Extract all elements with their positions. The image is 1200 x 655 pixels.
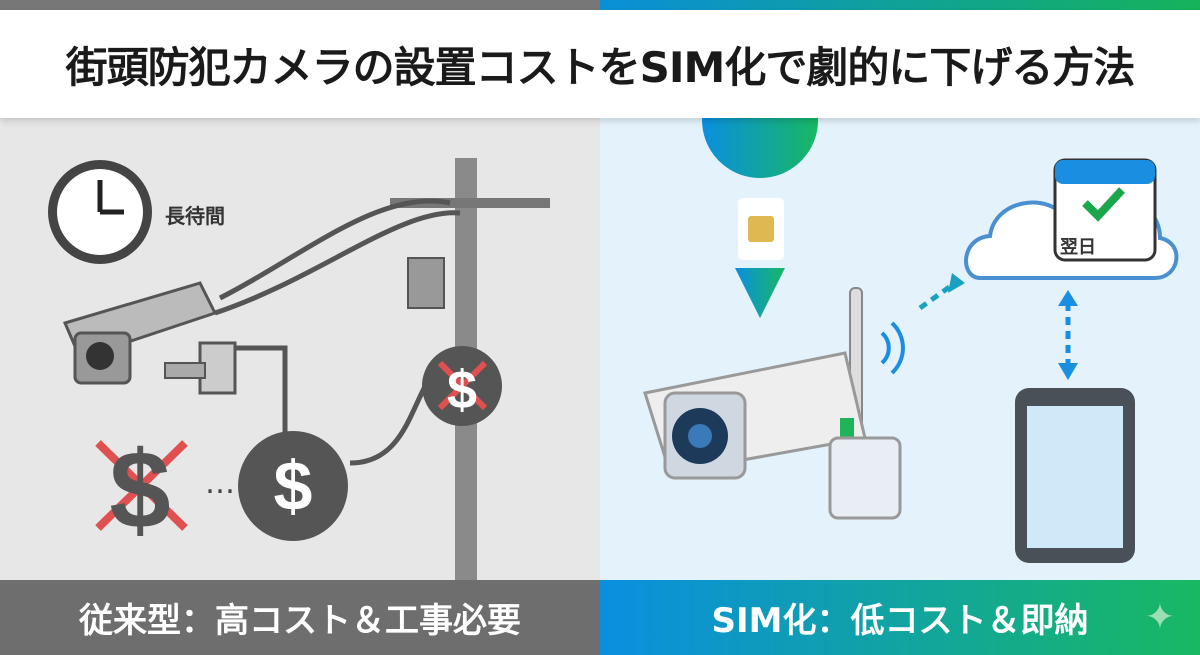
sim-caption-text: SIM化：低コスト＆即納 (711, 601, 1089, 641)
page-title: 街頭防犯カメラの設置コストをSIM化で劇的に下げる方法 (0, 10, 1200, 118)
cloud-calendar-icon (964, 158, 1179, 280)
sparkle-icon: ✦ (1144, 597, 1175, 638)
sim-card-pin-icon (702, 118, 818, 318)
tablet-icon (1015, 388, 1135, 563)
wireless-camera-icon (643, 273, 965, 520)
calendar-label: 翌日 (1060, 237, 1096, 258)
sim-panel: 翌日 (600, 118, 1200, 580)
svg-text:$: $ (447, 360, 477, 420)
clock-icon (48, 160, 152, 264)
top-strip-left (0, 0, 600, 10)
traditional-caption: 従来型：高コスト＆工事必要 (0, 580, 600, 655)
top-strip-right (600, 0, 1200, 10)
crossed-dollar-icon: $ … (95, 429, 235, 552)
wait-label: 長待間 (165, 204, 225, 228)
traditional-panel: $ $ $ … 長待間 (0, 118, 600, 580)
svg-text:$: $ (109, 429, 170, 552)
crossed-dollar-icon: $ (422, 346, 502, 426)
sim-caption: SIM化：低コスト＆即納 ✦ (600, 580, 1200, 655)
security-camera-icon (62, 281, 237, 395)
svg-text:…: … (205, 466, 235, 501)
svg-text:$: $ (274, 447, 313, 525)
sync-arrow-icon (1058, 290, 1078, 380)
dollar-coin-icon: $ (238, 431, 348, 541)
